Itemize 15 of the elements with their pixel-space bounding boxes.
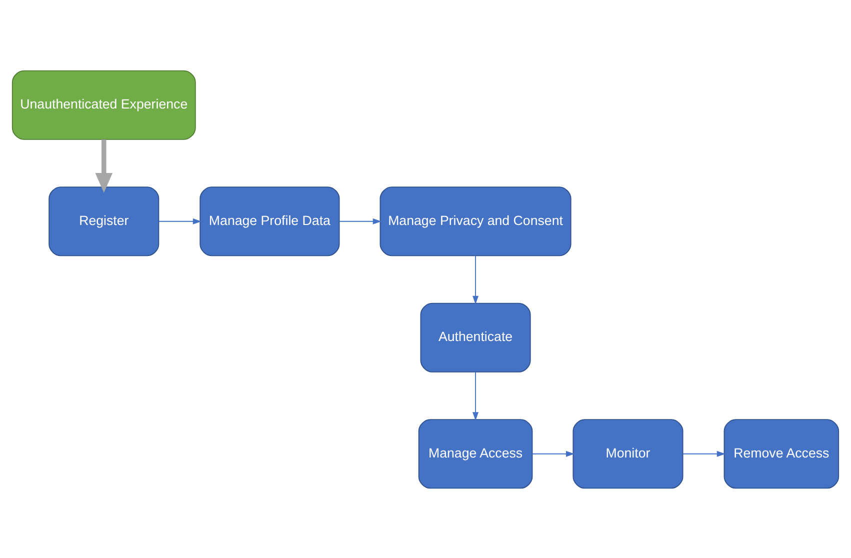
node-box: Register [48,186,160,256]
node-box: Manage Profile Data [200,186,340,256]
arrow [682,450,726,456]
arrow [472,370,479,420]
arrow [532,450,575,456]
node-box: Authenticate [420,302,531,372]
node-box: Manage Access [418,418,533,488]
arrow [339,218,382,224]
arrow [158,218,202,224]
arrow [472,254,479,304]
arrow [95,138,113,192]
node-box: Unauthenticated Experience [12,70,196,140]
node-box: Remove Access [724,418,840,488]
node-box: Monitor [572,418,684,488]
node-box: Manage Privacy and Consent [380,186,572,256]
